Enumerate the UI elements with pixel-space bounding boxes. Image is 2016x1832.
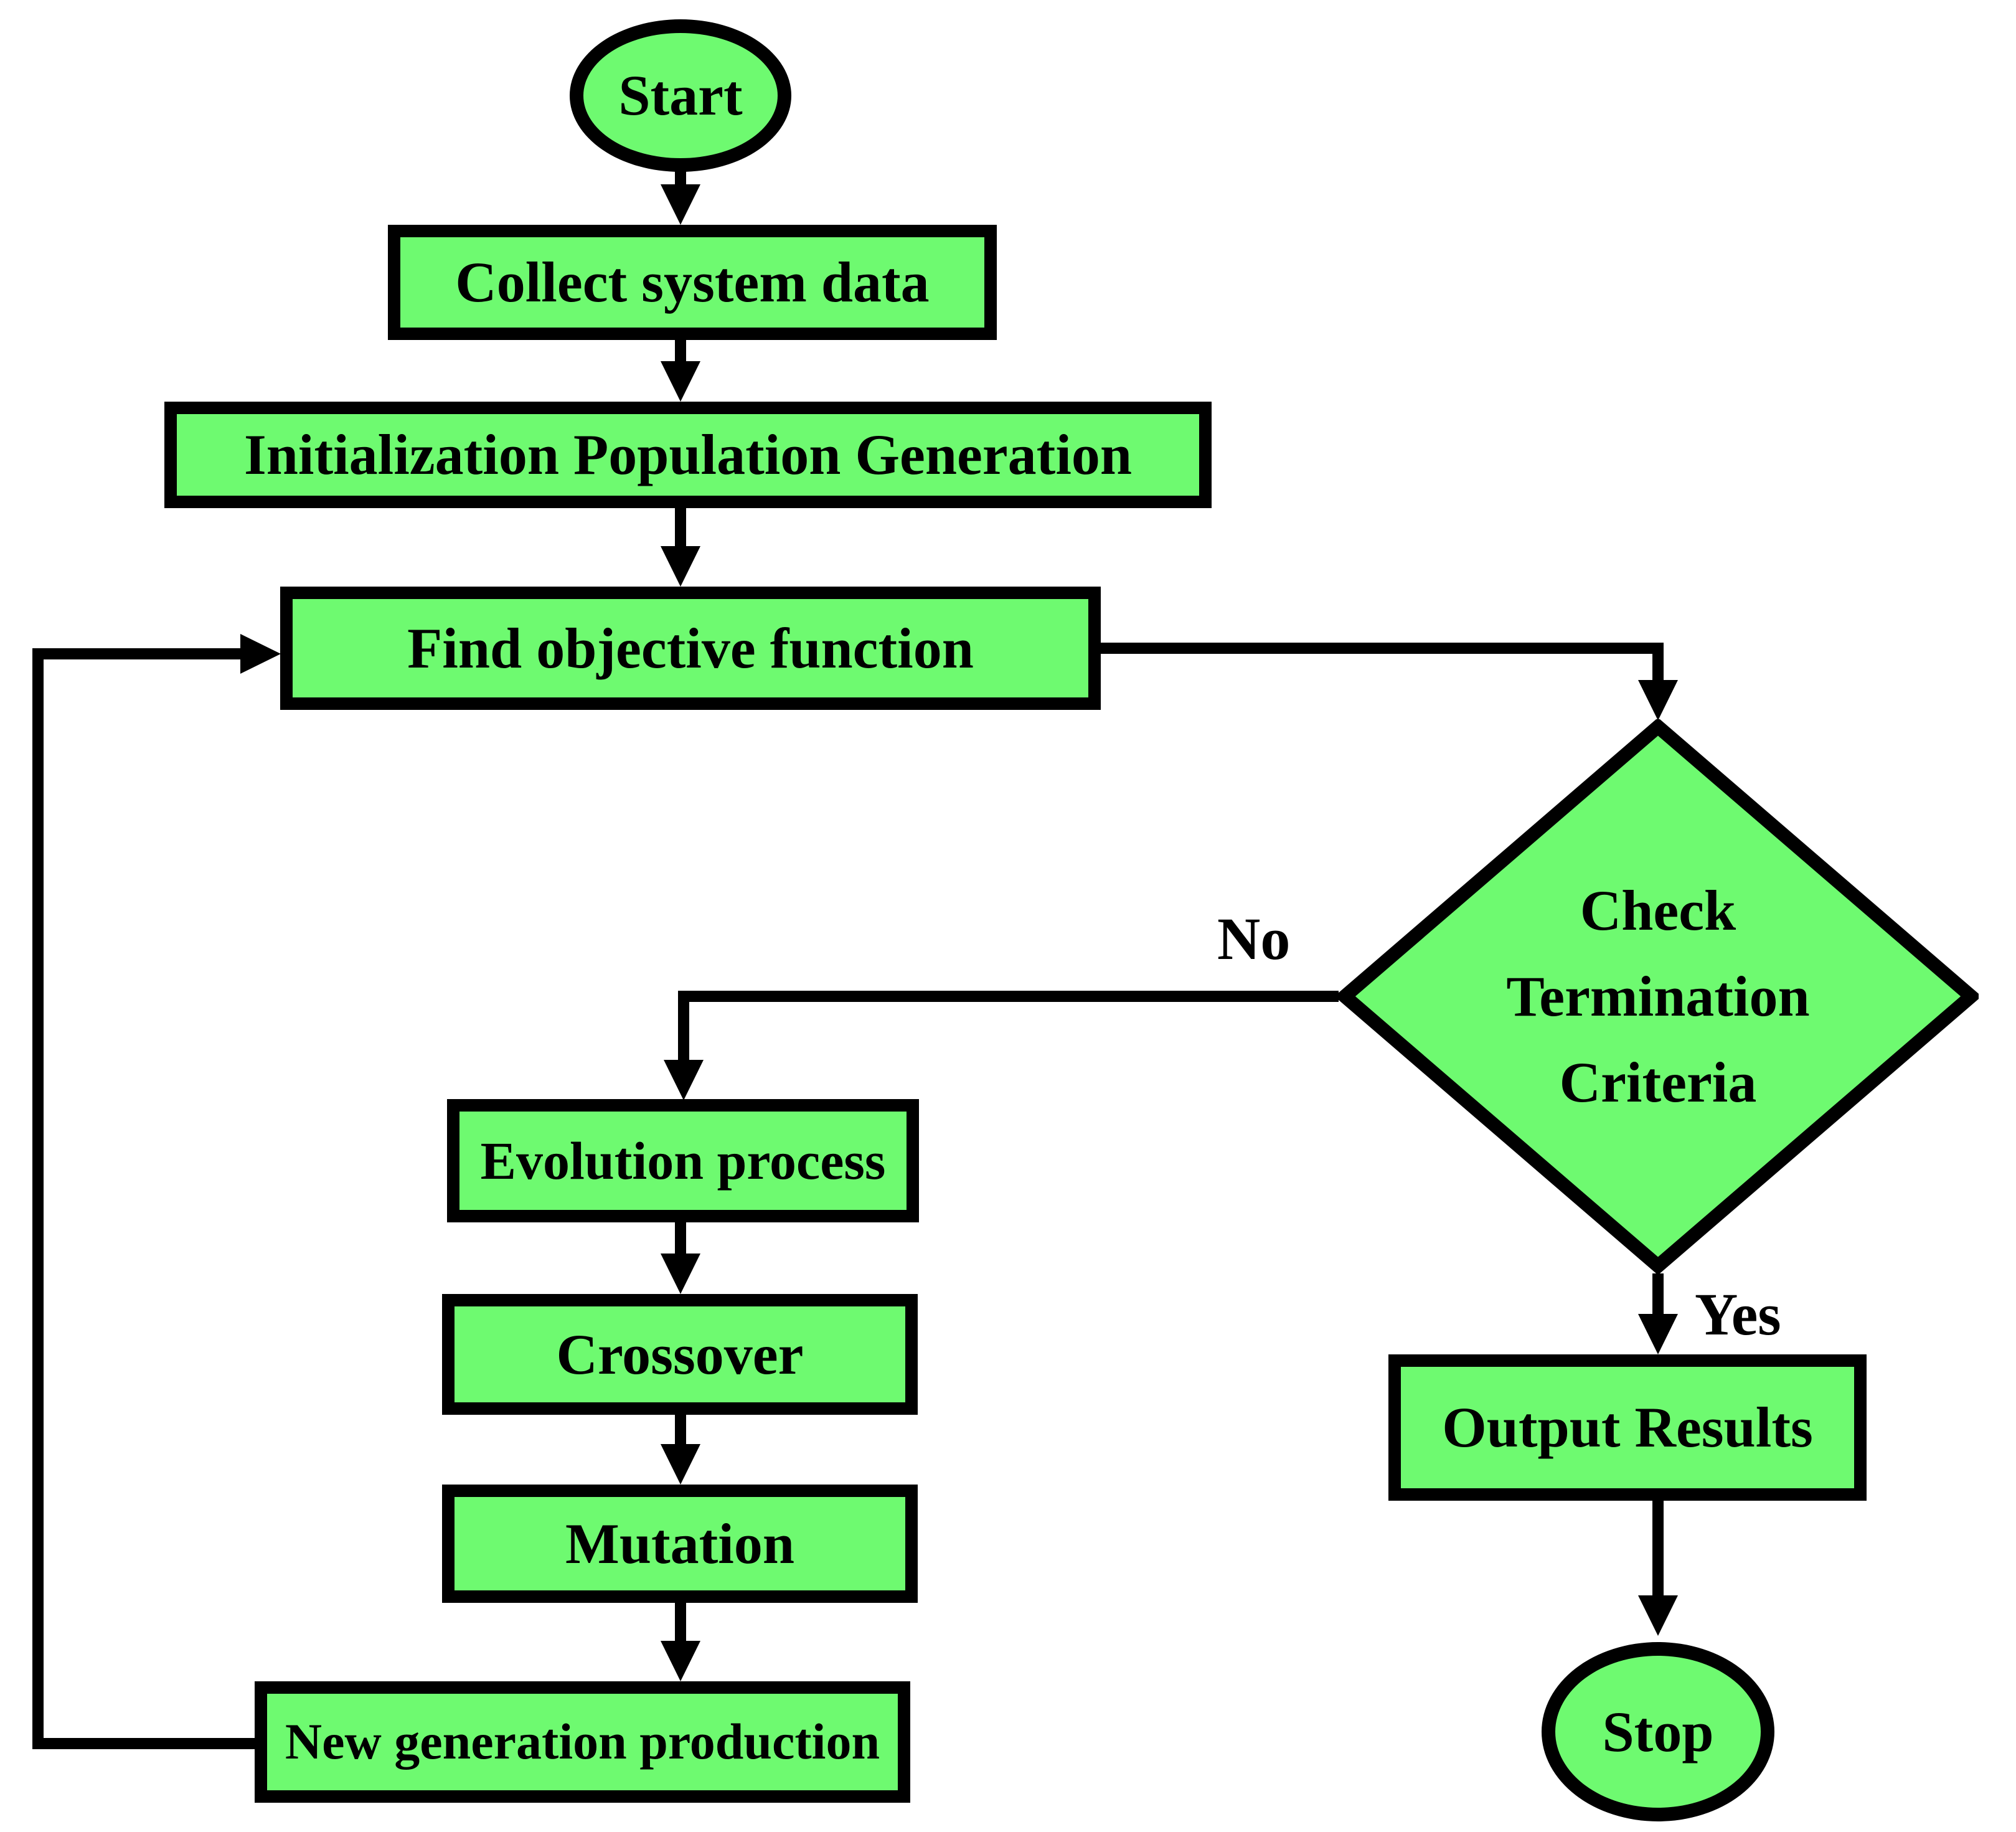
decision-label-line2: Termination	[1506, 965, 1810, 1028]
edge-yes-branch-shaft	[1652, 1273, 1664, 1314]
yes-branch-label: Yes	[1695, 1281, 1781, 1348]
node-collect-system-data: Collect system data	[388, 225, 997, 340]
crossover-label: Crossover	[556, 1322, 804, 1386]
decision-label-line3: Criteria	[1559, 1051, 1757, 1114]
start-label: Start	[618, 64, 743, 128]
newgen-label: New generation production	[285, 1713, 880, 1770]
edge-init-to-find-shaft	[675, 508, 686, 549]
edge-no-branch-horizontal	[678, 991, 1339, 1002]
edge-collect-to-init-shaft	[675, 340, 686, 365]
edge-crossover-to-mutation-arrowhead-icon	[661, 1444, 700, 1485]
node-crossover: Crossover	[442, 1294, 918, 1415]
evolution-label: Evolution process	[480, 1130, 886, 1191]
edge-loop-bottom-horizontal	[38, 1738, 255, 1749]
find-label: Find objective function	[407, 616, 974, 680]
edge-loop-arrowhead-icon	[240, 634, 281, 674]
node-stop-terminator: Stop	[1542, 1642, 1774, 1821]
edge-no-branch-vertical	[678, 991, 689, 1060]
decision-label-line1: Check	[1580, 879, 1736, 942]
edge-loop-top-horizontal	[32, 648, 240, 659]
decision-diamond-shape	[1334, 717, 1982, 1275]
edge-init-to-find-arrowhead-icon	[661, 546, 700, 587]
edge-find-to-decision-horizontal	[1096, 643, 1664, 654]
edge-evolution-to-crossover-arrowhead-icon	[661, 1254, 700, 1294]
node-output-results: Output Results	[1388, 1354, 1867, 1501]
output-label: Output Results	[1442, 1395, 1813, 1460]
edge-find-to-decision-vertical	[1652, 643, 1664, 681]
edge-output-to-stop-arrowhead-icon	[1638, 1595, 1678, 1636]
edge-mutation-to-newgen-arrowhead-icon	[661, 1641, 700, 1681]
edge-start-to-collect-arrowhead-icon	[661, 184, 700, 225]
node-new-generation-production: New generation production	[255, 1681, 910, 1803]
node-mutation: Mutation	[442, 1485, 918, 1603]
edge-evolution-to-crossover-shaft	[675, 1222, 686, 1255]
edge-yes-branch-arrowhead-icon	[1638, 1314, 1678, 1354]
stop-label: Stop	[1602, 1699, 1714, 1764]
node-find-objective-function: Find objective function	[280, 587, 1101, 710]
node-check-termination-criteria: Check Termination Criteria	[1334, 717, 1982, 1275]
init-label: Initialization Population Generation	[243, 423, 1133, 487]
no-branch-label: No	[1217, 905, 1291, 972]
mutation-label: Mutation	[565, 1511, 794, 1575]
edge-mutation-to-newgen-shaft	[675, 1603, 686, 1642]
edge-loop-vertical	[32, 648, 44, 1749]
collect-label: Collect system data	[455, 250, 930, 314]
node-start-terminator: Start	[570, 19, 791, 172]
node-evolution-process: Evolution process	[447, 1099, 919, 1222]
edge-crossover-to-mutation-shaft	[675, 1415, 686, 1445]
edge-find-to-decision-arrowhead-icon	[1638, 680, 1678, 720]
edge-no-branch-arrowhead-icon	[664, 1060, 704, 1100]
edge-collect-to-init-arrowhead-icon	[661, 361, 700, 402]
node-initialization-population-generation: Initialization Population Generation	[164, 402, 1212, 508]
edge-output-to-stop-shaft	[1652, 1501, 1664, 1595]
